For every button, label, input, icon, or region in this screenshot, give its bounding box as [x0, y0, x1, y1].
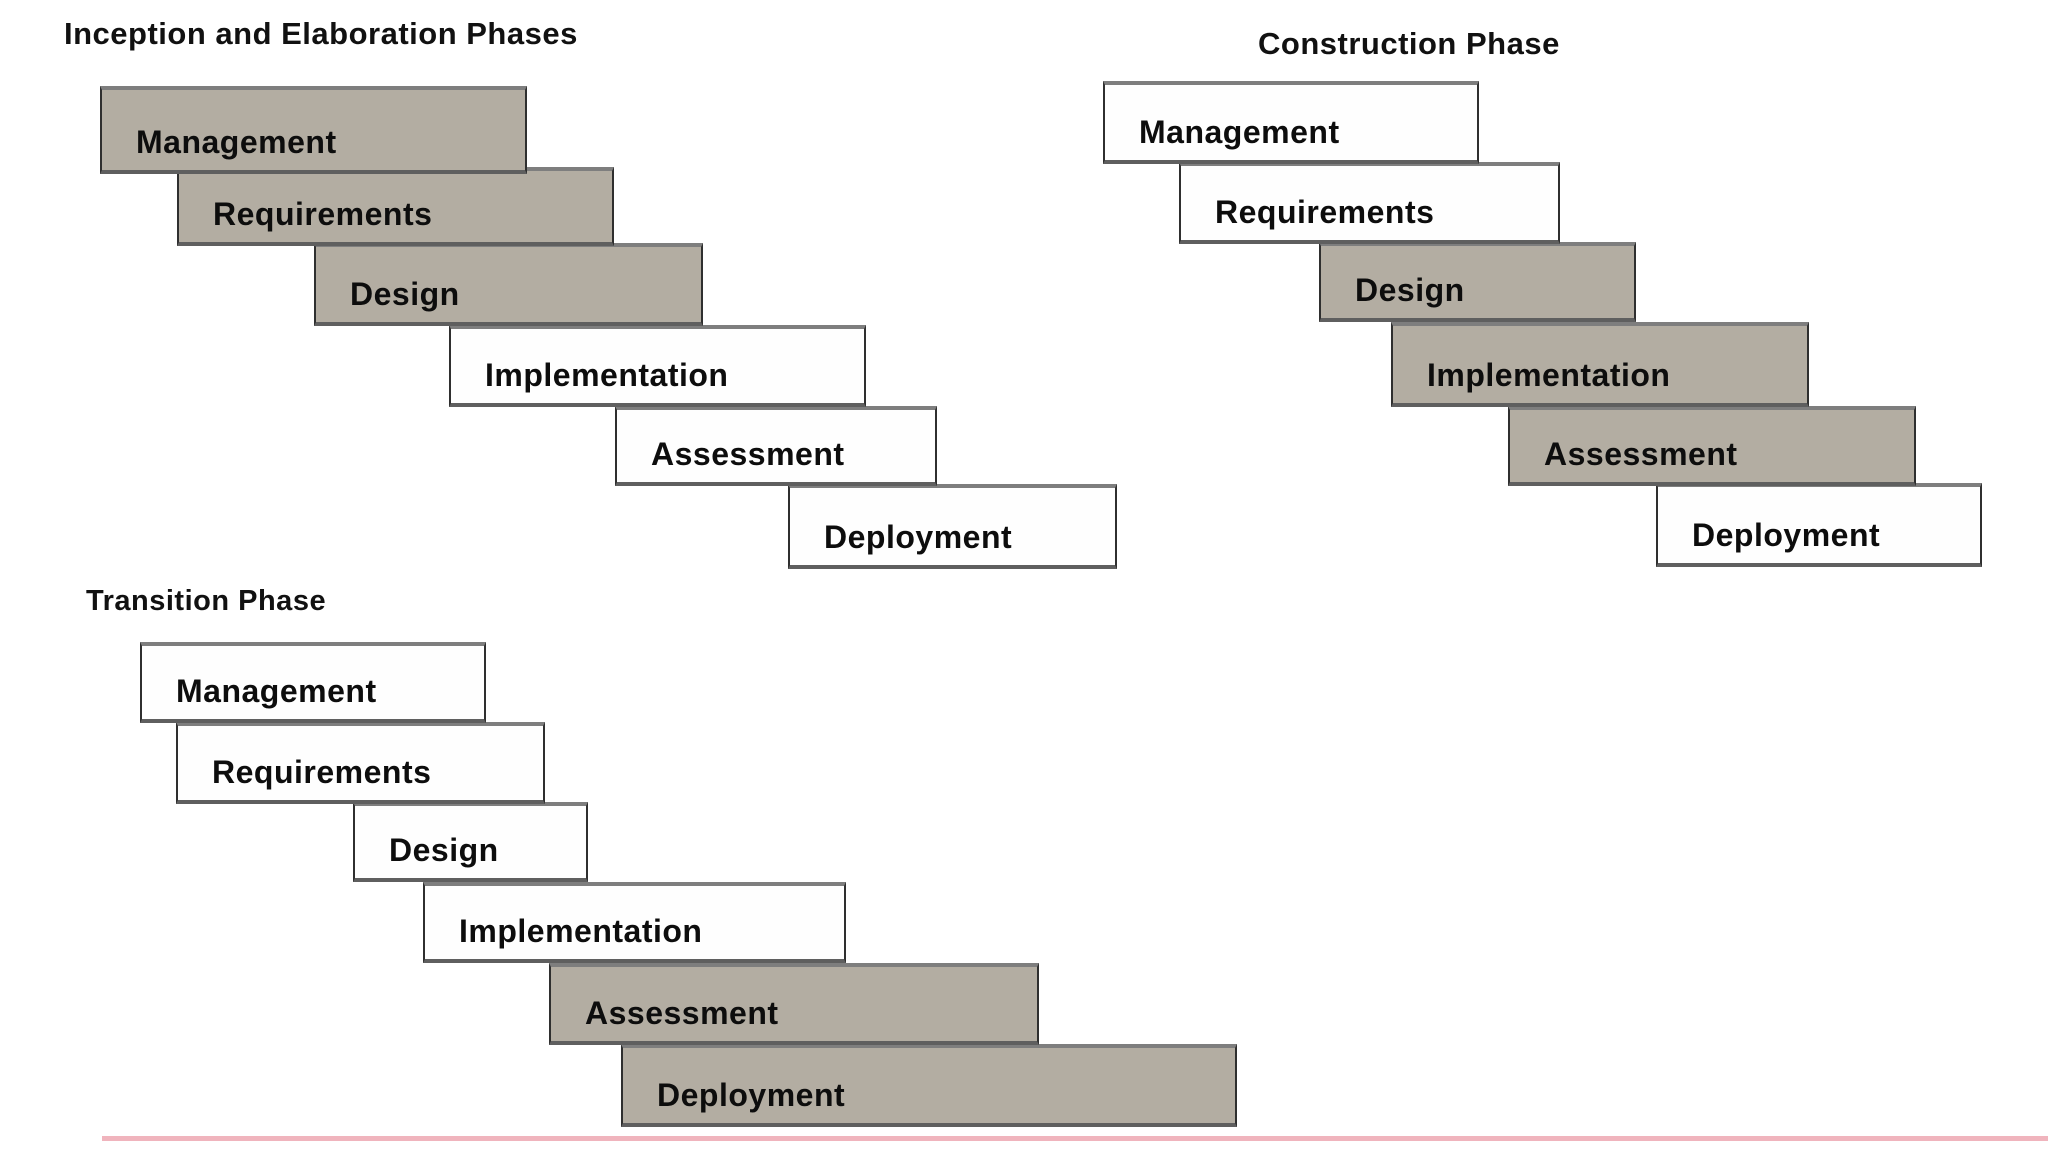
phase-label: Requirements: [213, 196, 433, 232]
phase-box-assessment: Assessment: [615, 406, 937, 486]
phase-label: Management: [136, 124, 337, 160]
phase-box-requirements: Requirements: [176, 722, 545, 804]
phase-label: Deployment: [657, 1077, 846, 1113]
phase-box-management: Management: [1103, 81, 1479, 164]
baseline-divider: [102, 1136, 2048, 1141]
phase-label: Design: [350, 276, 460, 312]
phase-label: Assessment: [1544, 436, 1738, 472]
phase-box-design: Design: [1319, 242, 1636, 322]
phase-label: Implementation: [1427, 357, 1671, 393]
phase-box-deployment: Deployment: [788, 484, 1117, 569]
phase-box-requirements: Requirements: [177, 167, 614, 246]
diagram-title-inception-elaboration: Inception and Elaboration Phases: [64, 16, 578, 51]
phase-label: Implementation: [485, 357, 729, 393]
phase-box-implementation: Implementation: [423, 882, 846, 963]
phase-box-implementation: Implementation: [1391, 322, 1809, 407]
phase-label: Design: [389, 832, 499, 868]
phase-box-deployment: Deployment: [1656, 483, 1982, 567]
diagram-title-construction: Construction Phase: [1258, 26, 1560, 61]
phase-label: Deployment: [1692, 517, 1881, 553]
phase-label: Requirements: [212, 754, 432, 790]
phase-box-management: Management: [140, 642, 486, 723]
phase-label: Design: [1355, 272, 1465, 308]
phase-box-deployment: Deployment: [621, 1044, 1237, 1127]
phase-label: Deployment: [824, 519, 1013, 555]
phase-box-management: Management: [100, 86, 527, 174]
phase-label: Management: [1139, 114, 1340, 150]
phase-box-design: Design: [353, 802, 588, 882]
phase-label: Implementation: [459, 913, 703, 949]
phase-label: Requirements: [1215, 194, 1435, 230]
phase-box-assessment: Assessment: [1508, 406, 1916, 486]
phase-box-design: Design: [314, 243, 703, 326]
phase-label: Assessment: [651, 436, 845, 472]
phase-box-assessment: Assessment: [549, 963, 1039, 1045]
phase-label: Management: [176, 673, 377, 709]
phase-box-implementation: Implementation: [449, 325, 866, 407]
phase-label: Assessment: [585, 995, 779, 1031]
diagram-title-transition: Transition Phase: [86, 585, 327, 617]
phase-box-requirements: Requirements: [1179, 162, 1560, 244]
